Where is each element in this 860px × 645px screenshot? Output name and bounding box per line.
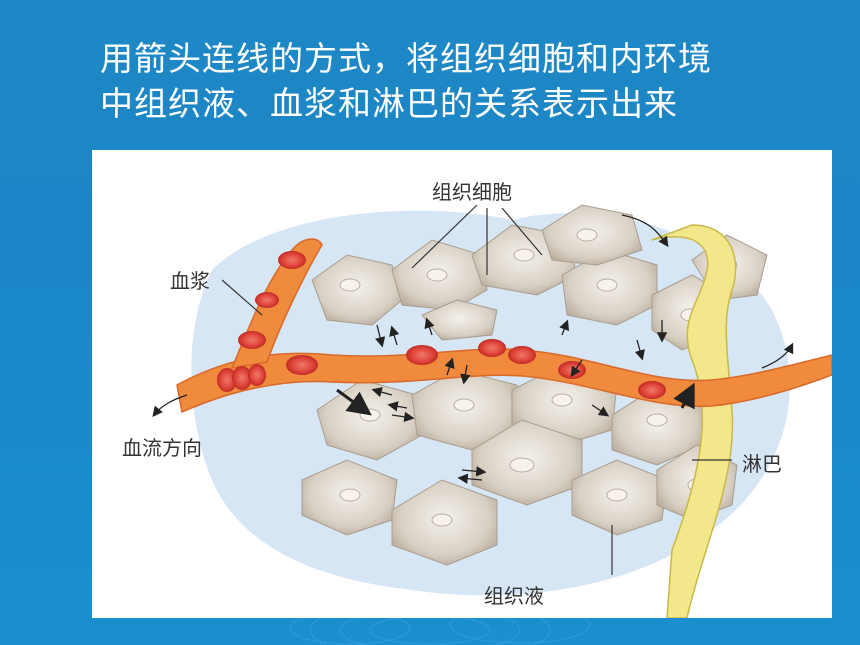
label-plasma: 血浆 — [170, 269, 210, 293]
label-tissue-fluid: 组织液 — [484, 584, 544, 608]
lymph-vessel — [651, 224, 737, 618]
exchange-arrows — [152, 214, 794, 484]
tissue-diagram: 组织细胞 血浆 血流方向 淋巴 组织液 — [92, 150, 832, 618]
slide-prompt: 用箭头连线的方式，将组织细胞和内环境 中组织液、血浆和淋巴的关系表示出来 — [100, 36, 820, 126]
label-lymph: 淋巴 — [742, 452, 782, 476]
label-blood-flow-direction: 血流方向 — [122, 436, 202, 460]
label-tissue-cells: 组织细胞 — [432, 180, 512, 204]
leader-lines — [221, 204, 732, 575]
diagram-illustration — [152, 204, 832, 618]
prompt-line-1: 用箭头连线的方式，将组织细胞和内环境 — [100, 39, 712, 78]
prompt-line-2: 中组织液、血浆和淋巴的关系表示出来 — [100, 84, 678, 123]
